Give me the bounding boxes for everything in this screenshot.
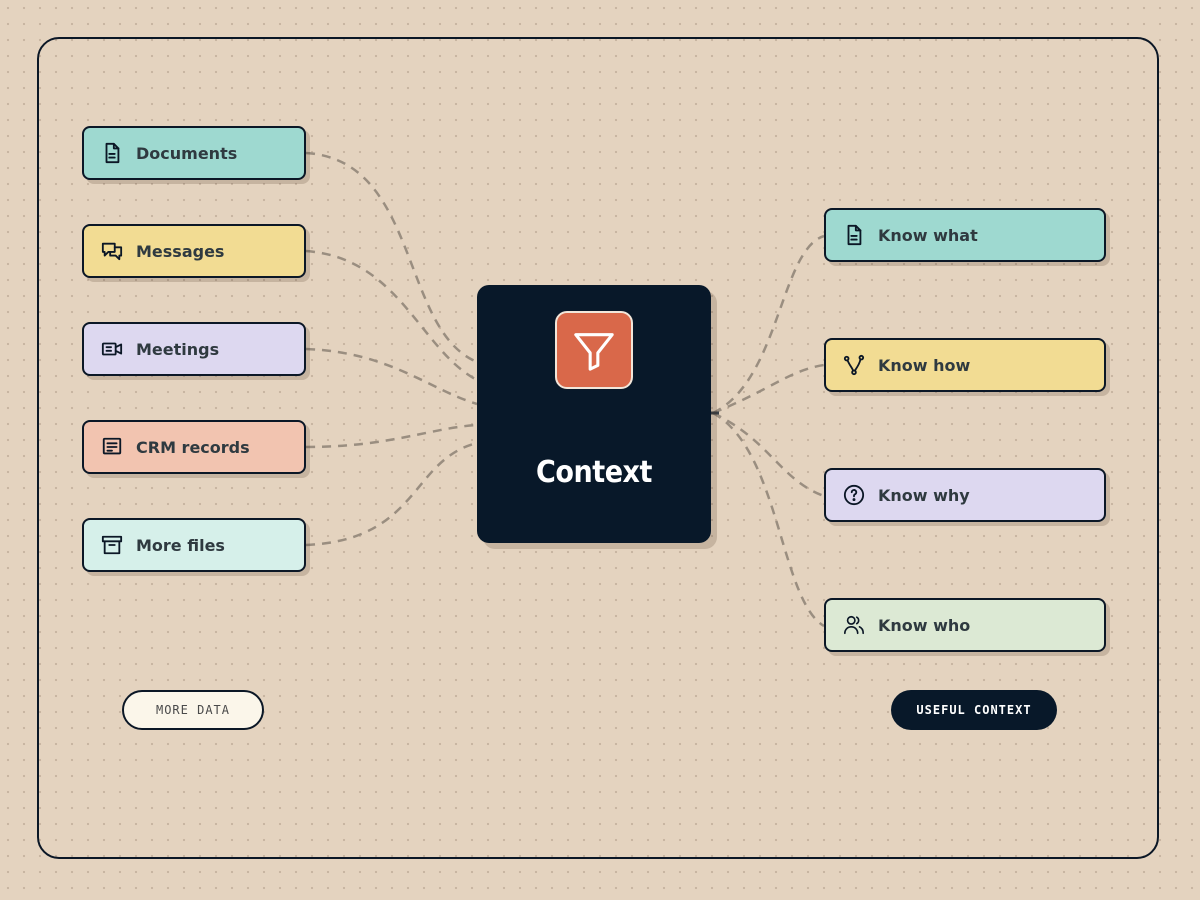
source-meetings[interactable]: Meetings: [82, 322, 306, 376]
output-know-why[interactable]: Know why: [824, 468, 1106, 522]
connector-documents: [305, 151, 478, 364]
context-title: Context: [536, 455, 652, 490]
funnel-icon: [555, 311, 633, 389]
connector-meetings: [305, 347, 478, 406]
output-label: Know why: [878, 485, 970, 505]
more-data-pill: MORE DATA: [122, 690, 264, 730]
connector-know-why: [712, 411, 825, 498]
connector-know-who: [712, 411, 825, 628]
question-circle-icon: [843, 484, 865, 506]
source-label: Documents: [136, 143, 238, 163]
output-know-who[interactable]: Know who: [824, 598, 1106, 652]
document-icon: [101, 142, 123, 164]
source-label: CRM records: [136, 437, 250, 457]
source-messages[interactable]: Messages: [82, 224, 306, 278]
output-label: Know what: [878, 225, 978, 245]
connector-crm-records: [305, 423, 478, 449]
diagram-frame: [37, 37, 1159, 859]
connector-more-files: [305, 441, 478, 547]
video-camera-icon: [101, 338, 123, 360]
output-know-what[interactable]: Know what: [824, 208, 1106, 262]
connector-messages: [305, 249, 478, 382]
source-crm-records[interactable]: CRM records: [82, 420, 306, 474]
output-know-how[interactable]: Know how: [824, 338, 1106, 392]
context-node[interactable]: Context: [477, 285, 711, 543]
users-icon: [843, 614, 865, 636]
route-icon: [843, 354, 865, 376]
source-label: More files: [136, 535, 225, 555]
source-more-files[interactable]: More files: [82, 518, 306, 572]
document-icon: [843, 224, 865, 246]
useful-context-pill: USEFUL CONTEXT: [891, 690, 1057, 730]
archive-box-icon: [101, 534, 123, 556]
chat-bubbles-icon: [101, 240, 123, 262]
output-label: Know how: [878, 355, 971, 375]
source-documents[interactable]: Documents: [82, 126, 306, 180]
connector-know-what: [712, 234, 825, 415]
source-label: Messages: [136, 241, 225, 261]
form-icon: [101, 436, 123, 458]
output-label: Know who: [878, 615, 971, 635]
connector-know-how: [712, 363, 825, 415]
source-label: Meetings: [136, 339, 220, 359]
